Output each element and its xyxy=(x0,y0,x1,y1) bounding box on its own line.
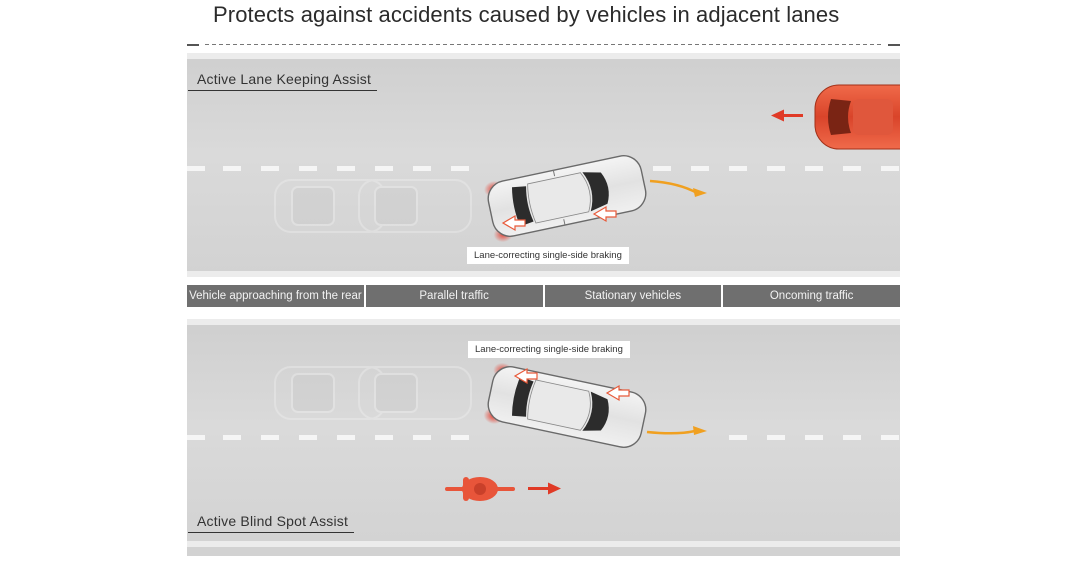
blind-spot-scene xyxy=(187,362,899,501)
braking-callout: Lane-correcting single-side braking xyxy=(467,247,629,264)
path-arrow-icon xyxy=(649,179,698,195)
panel-label-blind-spot: Active Blind Spot Assist xyxy=(188,513,355,533)
ego-car xyxy=(484,155,647,243)
path-arrow-icon xyxy=(646,429,696,435)
lane-marking xyxy=(187,166,899,171)
direction-arrow-icon xyxy=(771,109,803,122)
title-divider xyxy=(187,44,900,46)
cyclist-icon xyxy=(445,477,515,501)
brake-arrow-icon xyxy=(501,205,617,232)
ghost-car-trail xyxy=(274,366,472,420)
braking-callout: Lane-correcting single-side braking xyxy=(468,341,630,358)
tab-parallel-traffic[interactable]: Parallel traffic xyxy=(365,285,543,307)
lane-keeping-diagram: Active Lane Keeping Assist Lane-correcti… xyxy=(187,53,900,277)
ghost-car-trail xyxy=(274,179,472,233)
tab-rear-approach[interactable]: Vehicle approaching from the rear xyxy=(187,285,364,307)
scenario-tab-bar: Vehicle approaching from the rear Parall… xyxy=(187,285,900,307)
page-title: Protects against accidents caused by veh… xyxy=(213,2,840,27)
direction-arrow-icon xyxy=(528,482,561,495)
oncoming-car xyxy=(814,84,900,150)
panel-label-lane-keeping: Active Lane Keeping Assist xyxy=(188,71,378,91)
tab-stationary-vehicles[interactable]: Stationary vehicles xyxy=(544,285,722,307)
ego-car xyxy=(483,362,647,448)
blind-spot-diagram: Lane-correcting single-side braking Acti… xyxy=(187,319,900,556)
tab-oncoming-traffic[interactable]: Oncoming traffic xyxy=(723,285,900,307)
lane-marking xyxy=(187,435,899,440)
lane-keeping-scene xyxy=(187,84,900,243)
brake-arrow-icon xyxy=(513,367,630,402)
